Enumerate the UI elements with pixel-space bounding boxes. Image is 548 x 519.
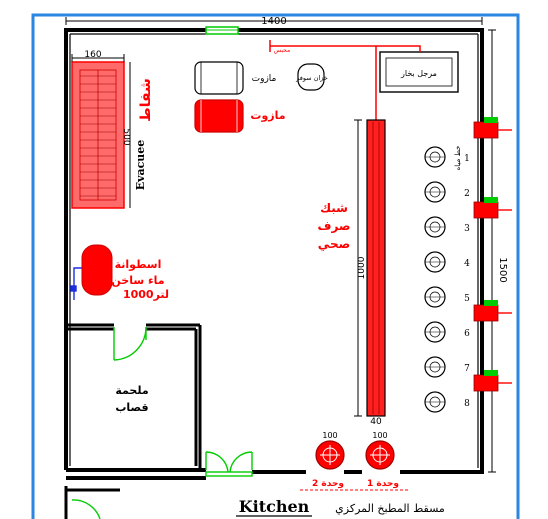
station-number: 2 (464, 189, 470, 199)
cooking-station: 1 (424, 146, 470, 168)
station-number: 1 (464, 154, 470, 164)
diesel-tank-top-label: مازوت (252, 74, 277, 84)
hood-arabic-label: شفاط (138, 78, 154, 122)
cylinder-label-3: 1000لتر (123, 288, 169, 301)
cylinder-label-2: ماء ساخن (111, 274, 164, 287)
footer-title-en: Kitchen (239, 497, 310, 516)
inner-wall-lines (69, 33, 479, 468)
drain-length-label: 1000 (357, 256, 367, 279)
drain-channel (366, 119, 386, 417)
drain-label-1: شبك (320, 201, 348, 215)
cooking-station: 2 (424, 181, 470, 203)
hood-name-label: Evacuee (134, 140, 147, 191)
steam-boiler-label: مرجل بخار (400, 69, 437, 78)
softener-tank (297, 63, 325, 91)
hood-hatch (80, 75, 116, 197)
burner-unit-2 (315, 440, 345, 470)
dimension-width (65, 17, 483, 25)
wall-tap (473, 370, 512, 392)
diesel-tank-red (194, 99, 244, 133)
tap-label: خط مياه (454, 146, 462, 171)
width-dimension-label: 1400 (261, 16, 286, 27)
exhaust-hood (71, 61, 125, 209)
cooking-station: 6 (424, 321, 470, 343)
hood-dim-lines (71, 54, 131, 208)
station-number: 4 (464, 259, 470, 269)
drain-width-label: 40 (370, 417, 382, 427)
unit-2-label: وحدة 2 (312, 479, 344, 489)
cooking-station: 3 (424, 216, 470, 238)
station-number: 3 (464, 224, 470, 234)
wall-tap (473, 300, 512, 322)
butcher-label-1: ملحمة (115, 384, 148, 397)
footer-title-ar: مسقط المطبخ المركزي (335, 502, 445, 515)
hood-length-label: 500 (121, 128, 131, 145)
top-valve-label: محبس (274, 47, 291, 54)
diesel-tank-red-label: مازوت (250, 109, 285, 122)
cooking-station: 7 (424, 356, 470, 378)
steam-boiler (379, 51, 459, 93)
wall-tap (473, 117, 512, 139)
dimension-depth (488, 29, 496, 473)
drawing-frame (31, 13, 520, 519)
unit-1-label: وحدة 1 (367, 479, 399, 489)
drain-label-3: صحي (318, 237, 350, 251)
butcher-door (113, 326, 147, 361)
butcher-label-2: قصاب (115, 401, 148, 414)
drain-dim-line (354, 119, 362, 417)
cooking-station: 5 (424, 286, 470, 308)
lower-corridor (64, 486, 120, 519)
station-number: 5 (464, 294, 470, 304)
hood-depth-label: 160 (84, 50, 101, 60)
station-number: 7 (464, 364, 470, 374)
cooking-station: 8 (424, 391, 470, 413)
bottom-double-door (205, 451, 253, 477)
cooking-stations: 1 2 3 4 5 6 7 8 (424, 146, 470, 413)
cylinder-label-1: اسطوانة (115, 258, 162, 271)
hot-water-cylinder (81, 244, 113, 296)
steam-pipe (269, 40, 421, 120)
drain-label-2: صرف (318, 219, 351, 233)
depth-dimension-label: 1500 (497, 257, 508, 282)
wall-tap (473, 197, 512, 219)
diesel-tank-top (194, 61, 244, 95)
softener-tank-label: خزان سوفر (295, 74, 328, 82)
burner-1-size: 100 (372, 431, 387, 440)
wall-taps (473, 117, 512, 392)
burner-2-size: 100 (322, 431, 337, 440)
cylinder-pipe (70, 267, 82, 300)
outer-walls (64, 28, 484, 480)
top-door (205, 26, 239, 35)
cooking-station: 4 (424, 251, 470, 273)
butcher-room-walls (66, 323, 202, 470)
lower-door (71, 499, 101, 519)
burner-unit-1 (365, 440, 395, 470)
station-number: 8 (464, 399, 470, 409)
station-number: 6 (464, 329, 470, 339)
